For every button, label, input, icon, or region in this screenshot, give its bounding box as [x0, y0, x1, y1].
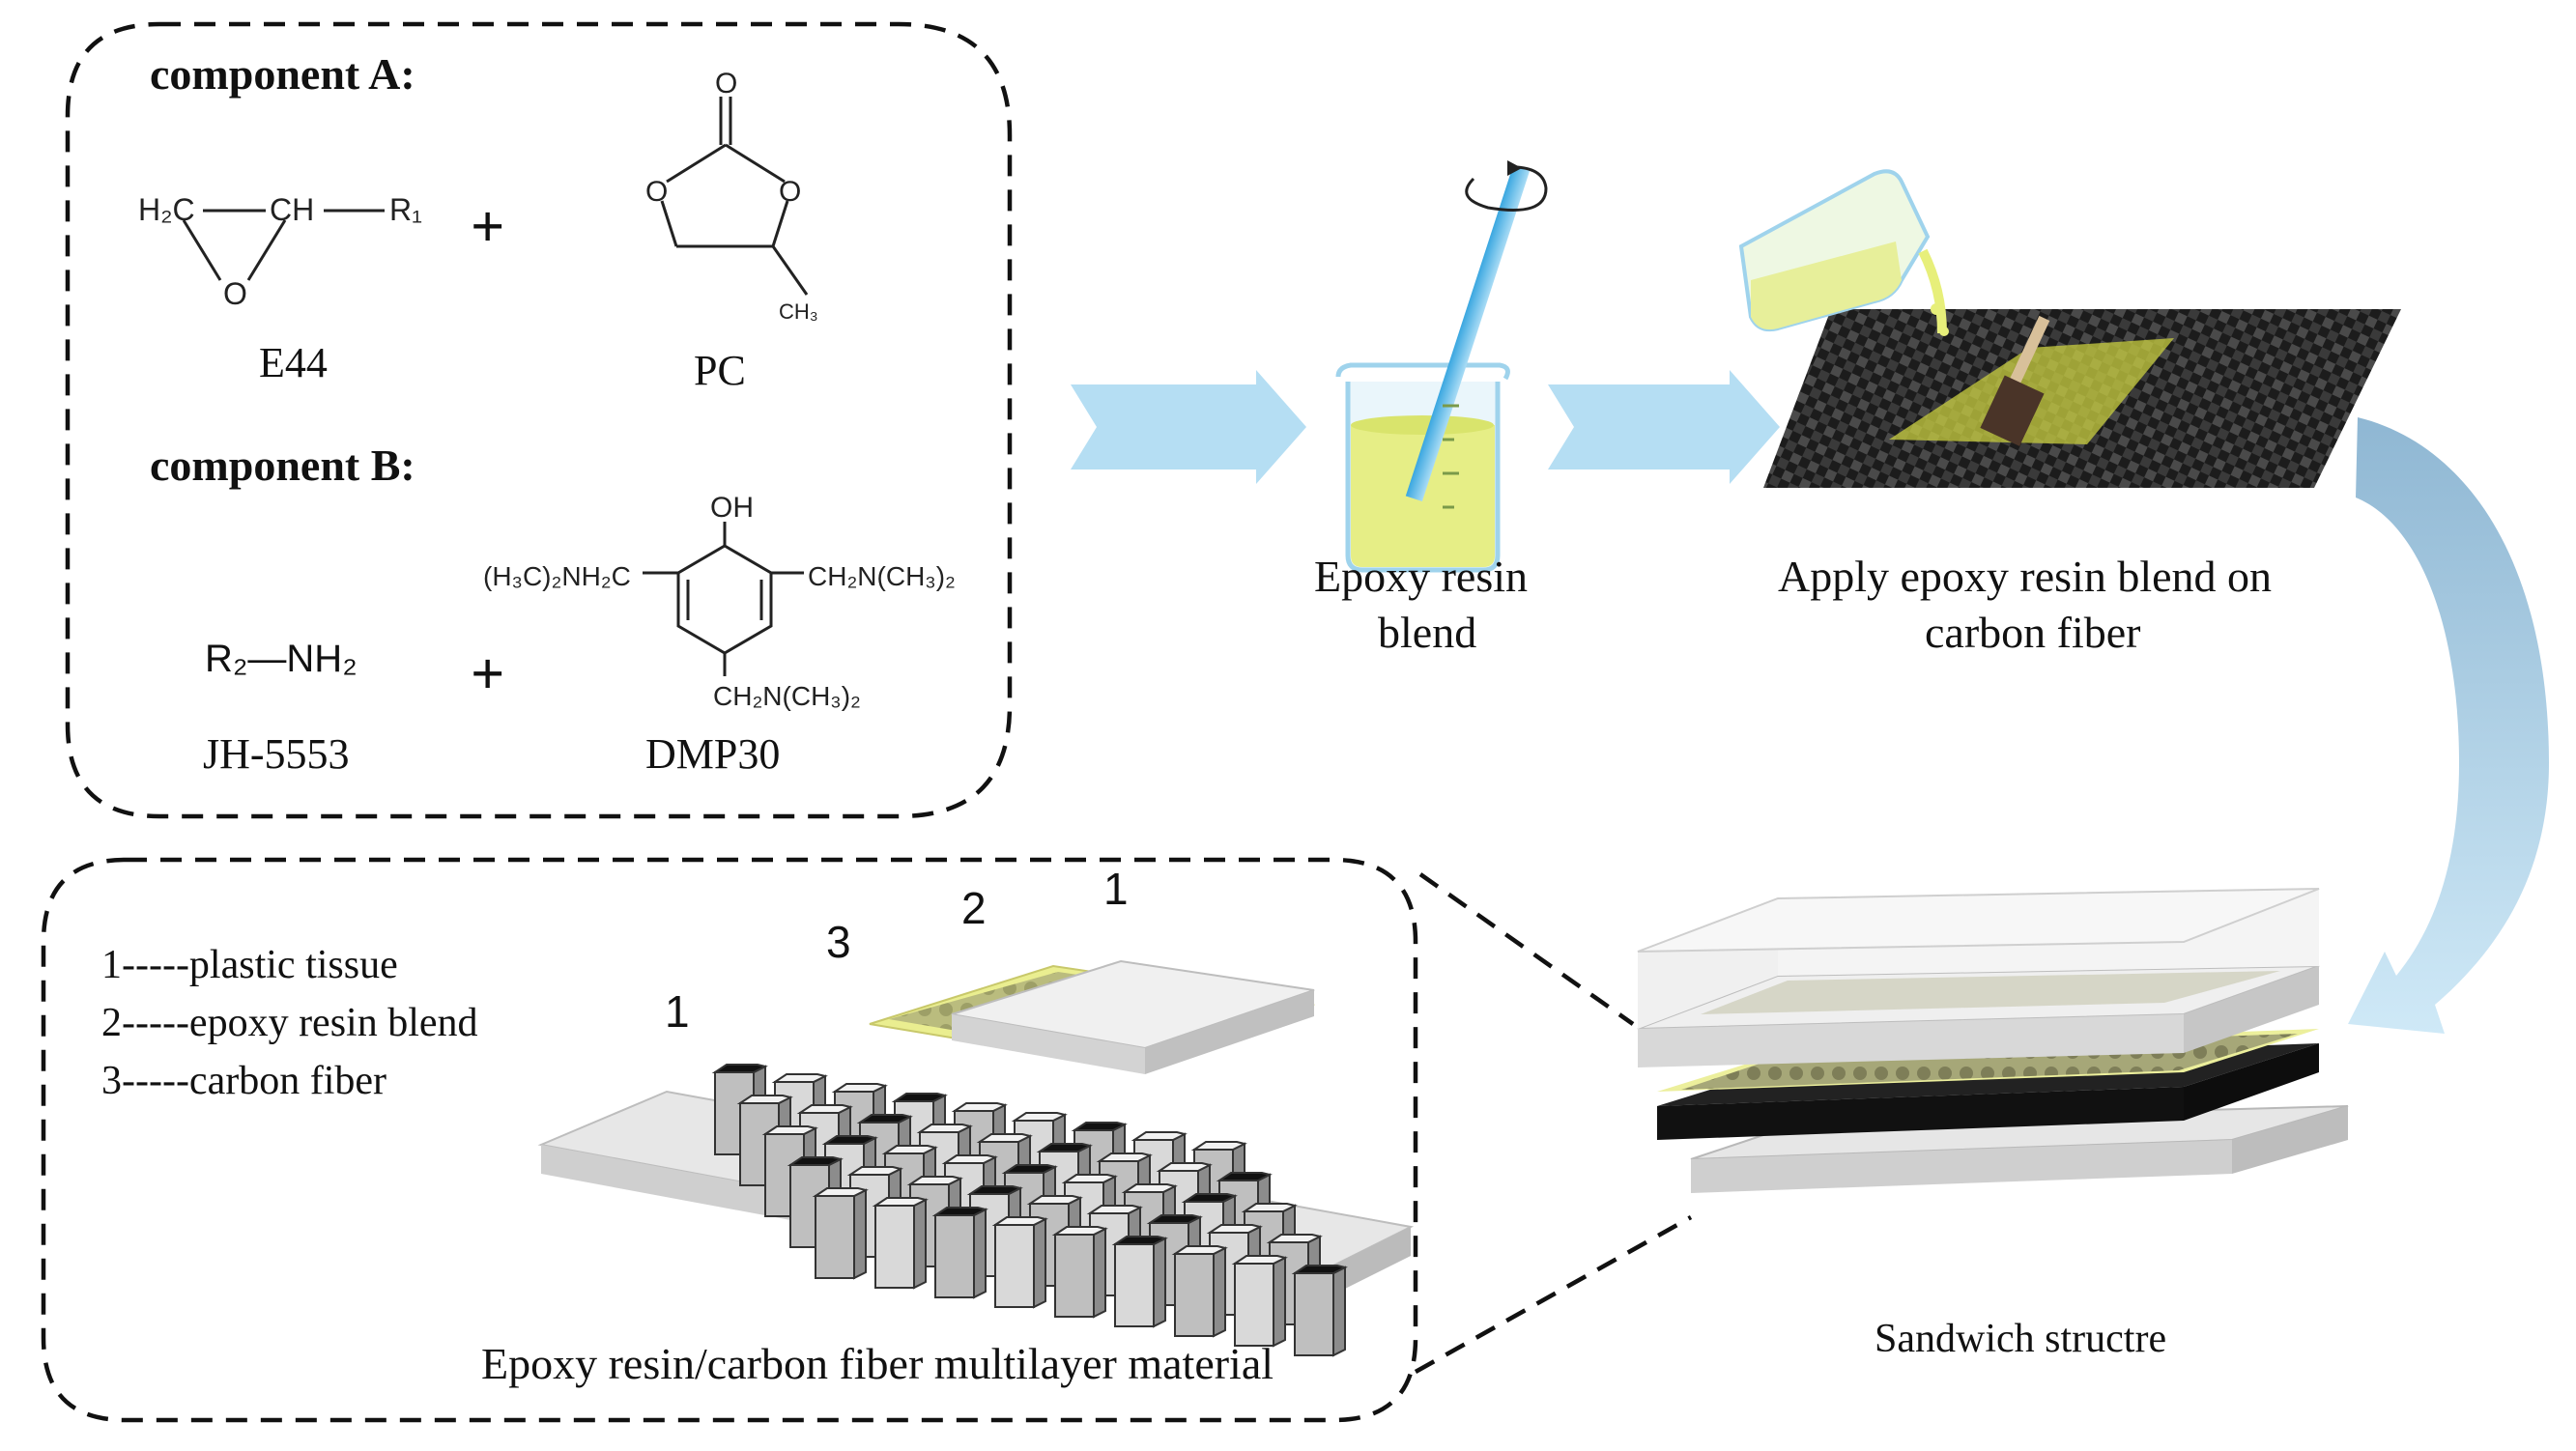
curved-arrow — [2348, 417, 2549, 1034]
honeycomb-cell — [812, 1187, 869, 1280]
honeycomb-cell — [761, 1125, 818, 1218]
e44-label: E44 — [259, 339, 328, 386]
dmp30-left-group: (H₃C)₂NH₂C — [483, 561, 631, 591]
honeycomb-core — [711, 1064, 1348, 1357]
callout-3: 3 — [826, 917, 851, 967]
honeycomb-cell — [1171, 1245, 1228, 1338]
beaker-illustration — [1335, 160, 1548, 573]
multilayer-illustration — [537, 959, 1415, 1357]
callout-1-base: 1 — [665, 986, 690, 1037]
zoom-line-bottom — [1414, 1215, 1693, 1374]
sandwich-caption: Sandwich structre — [1875, 1317, 2167, 1361]
honeycomb-cell — [1111, 1236, 1168, 1328]
pc-label: PC — [694, 347, 746, 394]
callout-2: 2 — [961, 883, 987, 933]
honeycomb-cell — [872, 1197, 929, 1290]
pc-structure — [660, 97, 809, 296]
component-a-title: component A: — [150, 49, 415, 99]
dmp30-oh: OH — [710, 492, 754, 524]
pc-oxygen-left: O — [645, 176, 668, 208]
legend-item-3: 3-----carbon fiber — [101, 1059, 386, 1103]
arrow-1 — [1071, 370, 1306, 484]
plus-a: + — [471, 194, 505, 260]
honeycomb-cell — [1231, 1255, 1288, 1348]
legend-item-2: 2-----epoxy resin blend — [101, 1001, 478, 1045]
components-dashed-frame — [65, 21, 1013, 819]
pc-oxygen-right: O — [779, 176, 801, 208]
sandwich-illustration — [1637, 888, 2349, 1193]
blend-caption-line1: Epoxy resin — [1314, 552, 1529, 601]
pc-oxygen-top: O — [715, 68, 737, 100]
jh-formula: R₂—NH₂ — [205, 638, 358, 680]
dmp30-bottom-group: CH₂N(CH₃)₂ — [713, 681, 861, 711]
honeycomb-cell — [991, 1216, 1048, 1309]
jh-label: JH-5553 — [203, 730, 350, 778]
e44-ch: CH — [270, 192, 314, 227]
plus-b: + — [471, 641, 505, 707]
apply-caption-line2: carbon fiber — [1925, 608, 2141, 657]
apply-caption-line1: Apply epoxy resin blend on — [1778, 552, 2273, 601]
arrow-2 — [1548, 370, 1780, 484]
component-b-title: component B: — [150, 441, 415, 490]
dmp30-structure — [643, 522, 804, 676]
honeycomb-cell — [1051, 1226, 1108, 1319]
e44-r1: R₁ — [389, 192, 422, 227]
e44-structure — [182, 209, 385, 281]
carbon-sheet-illustration — [1738, 169, 2401, 488]
e44-h2c: H₂C — [138, 192, 195, 227]
dmp30-label: DMP30 — [645, 730, 781, 778]
callout-1-top: 1 — [1103, 864, 1129, 914]
multilayer-dashed-frame — [41, 857, 1418, 1423]
zoom-line-top — [1418, 872, 1635, 1026]
honeycomb-cell — [931, 1207, 988, 1299]
pc-ch3: CH₃ — [779, 299, 818, 324]
e44-oxygen: O — [223, 276, 247, 311]
blend-caption-line2: blend — [1378, 608, 1477, 657]
legend-item-1: 1-----plastic tissue — [101, 943, 398, 987]
multilayer-caption: Epoxy resin/carbon fiber multilayer mate… — [481, 1339, 1274, 1388]
honeycomb-cell — [1291, 1265, 1348, 1357]
dmp30-right-group: CH₂N(CH₃)₂ — [808, 561, 956, 591]
